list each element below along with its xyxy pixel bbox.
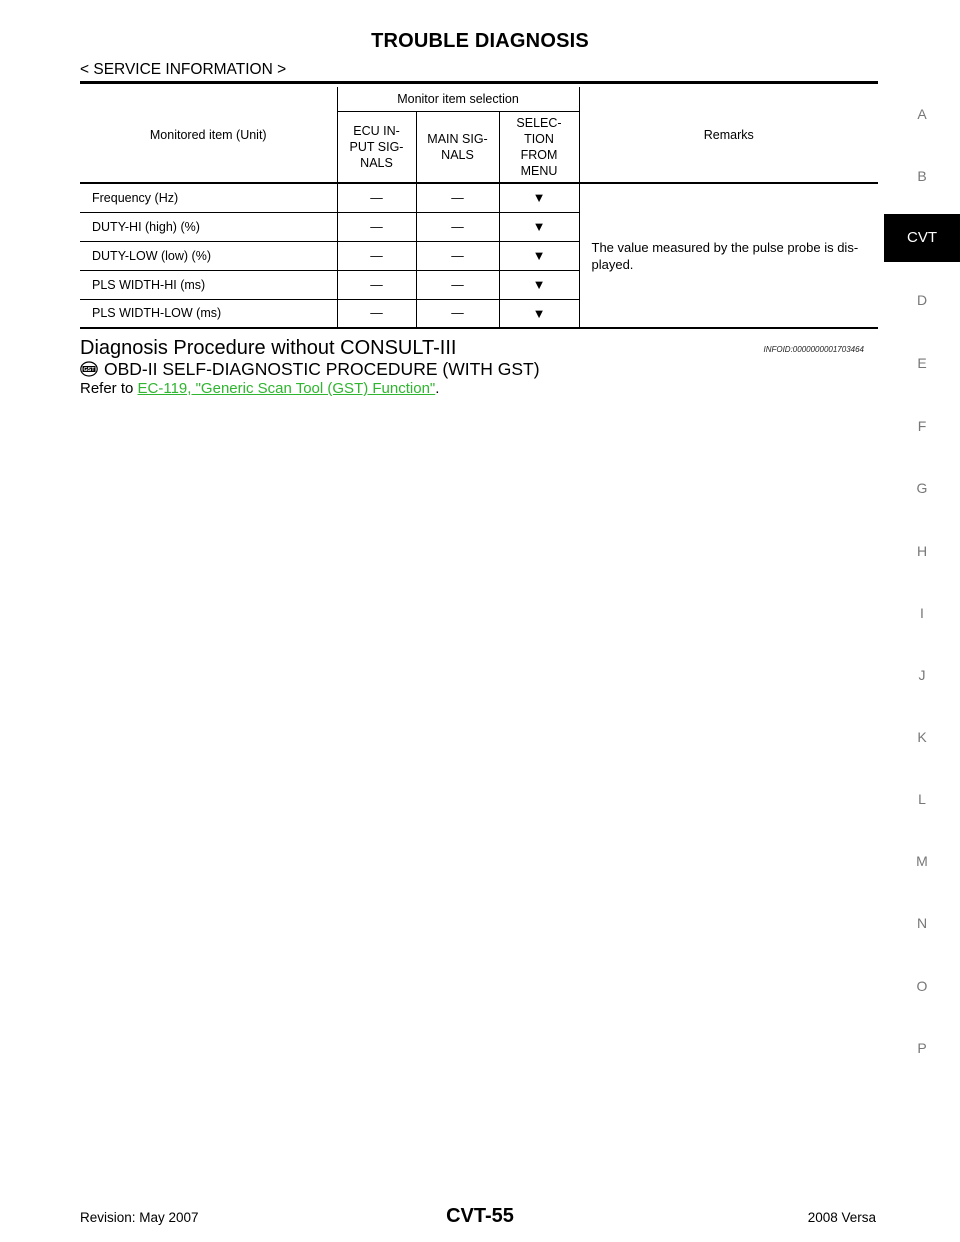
- table-cell-main: —: [416, 212, 500, 242]
- side-index-d[interactable]: D: [916, 292, 928, 308]
- table-cell-main: —: [416, 241, 500, 271]
- refer-text: Refer to EC-119, "Generic Scan Tool (GST…: [80, 380, 439, 397]
- gst-icon-label: GST: [83, 367, 95, 373]
- header-ecu-input-signals: ECU IN- PUT SIG- NALS: [337, 111, 417, 183]
- section-breadcrumb: < SERVICE INFORMATION >: [80, 61, 287, 78]
- triangle-down-icon: ▼: [499, 299, 580, 328]
- header-selection-from-menu: SELEC- TION FROM MENU: [499, 111, 580, 183]
- side-index-n[interactable]: N: [916, 915, 928, 931]
- table-cell-ecu: —: [337, 270, 417, 300]
- gst-tool-icon: GST: [80, 361, 98, 377]
- side-index-h[interactable]: H: [916, 543, 928, 559]
- table-row-item: DUTY-HI (high) (%): [80, 212, 338, 242]
- side-index-l[interactable]: L: [918, 791, 926, 807]
- table-cell-main: —: [416, 183, 500, 213]
- side-index-i[interactable]: I: [920, 605, 924, 621]
- triangle-down-icon: ▼: [499, 212, 580, 242]
- table-cell-main: —: [416, 299, 500, 328]
- remarks-cell: The value measured by the pulse probe is…: [591, 239, 859, 272]
- side-index-p[interactable]: P: [917, 1040, 927, 1056]
- gst-procedure-title: OBD-II SELF-DIAGNOSTIC PROCEDURE (WITH G…: [104, 358, 540, 379]
- side-index-e[interactable]: E: [917, 355, 927, 371]
- header-remarks: Remarks: [703, 127, 754, 142]
- table-row-item: PLS WIDTH-HI (ms): [80, 270, 338, 300]
- side-index-cvt-active[interactable]: CVT: [884, 214, 960, 262]
- table-row-item: Frequency (Hz): [80, 183, 338, 213]
- side-index-tabs: A B CVT D E F G H I J K L M N O P: [884, 0, 960, 1242]
- table-cell-ecu: —: [337, 183, 417, 213]
- footer-page-number: CVT-55: [446, 1205, 514, 1227]
- header-monitor-item-selection: Monitor item selection: [337, 87, 580, 112]
- header-main-signals: MAIN SIG- NALS: [416, 111, 500, 183]
- table-cell-main: —: [416, 270, 500, 300]
- refer-suffix: .: [435, 380, 440, 397]
- header-monitored-item: Monitored item (Unit): [80, 87, 338, 183]
- page-title: TROUBLE DIAGNOSIS: [371, 30, 589, 52]
- monitor-item-table: Monitored item (Unit) Monitor item selec…: [80, 87, 878, 329]
- table-cell-ecu: —: [337, 299, 417, 328]
- side-index-g[interactable]: G: [916, 480, 928, 496]
- section-heading: Diagnosis Procedure without CONSULT-III: [80, 337, 457, 359]
- footer-model: 2008 Versa: [807, 1210, 876, 1225]
- gst-subheading-row: GST OBD-II SELF-DIAGNOSTIC PROCEDURE (WI…: [80, 358, 540, 380]
- side-index-a[interactable]: A: [917, 106, 927, 122]
- table-row-item: PLS WIDTH-LOW (ms): [80, 299, 338, 328]
- table-cell-ecu: —: [337, 241, 417, 271]
- side-index-b[interactable]: B: [917, 168, 927, 184]
- side-index-j[interactable]: J: [918, 667, 926, 683]
- header-divider: [80, 81, 878, 84]
- side-index-o[interactable]: O: [916, 978, 928, 994]
- info-id: INFOID:0000000001703464: [763, 345, 864, 354]
- ec-119-link[interactable]: EC-119, "Generic Scan Tool (GST) Functio…: [137, 380, 436, 397]
- table-cell-ecu: —: [337, 212, 417, 242]
- triangle-down-icon: ▼: [499, 183, 580, 213]
- footer-revision: Revision: May 2007: [80, 1210, 199, 1225]
- table-row-item: DUTY-LOW (low) (%): [80, 241, 338, 271]
- side-index-k[interactable]: K: [917, 729, 927, 745]
- side-index-f[interactable]: F: [917, 418, 927, 434]
- triangle-down-icon: ▼: [499, 270, 580, 300]
- triangle-down-icon: ▼: [499, 241, 580, 271]
- refer-prefix: Refer to: [80, 380, 138, 397]
- side-index-m[interactable]: M: [916, 853, 928, 869]
